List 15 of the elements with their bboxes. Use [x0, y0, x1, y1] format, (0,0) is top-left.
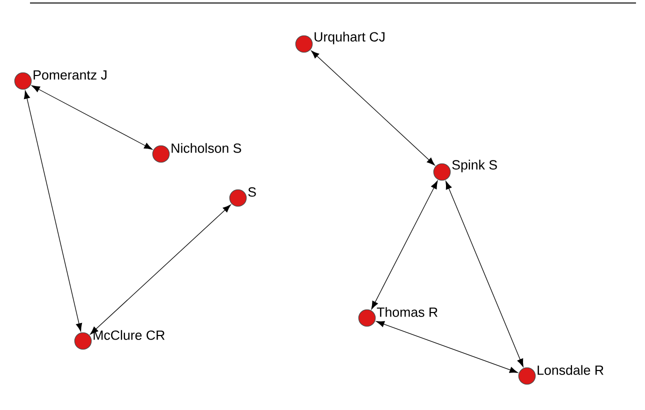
arrow: [32, 85, 152, 150]
arrow: [90, 204, 231, 334]
arrow: [24, 90, 82, 332]
node-label: S: [248, 187, 256, 197]
node-label: Nicholson S: [172, 143, 242, 153]
node-label: Pomerantz J: [34, 70, 106, 80]
arrow: [446, 181, 524, 368]
node-label: Lonsdale R: [538, 365, 604, 375]
arrow: [376, 321, 518, 373]
arrow: [371, 180, 438, 310]
arrow: [311, 50, 435, 166]
node-label: Thomas R: [376, 307, 438, 317]
node-label: McClure CR: [94, 330, 165, 340]
node-label: Spink S: [452, 160, 497, 172]
node-label: Urquhart CJ: [314, 32, 384, 44]
